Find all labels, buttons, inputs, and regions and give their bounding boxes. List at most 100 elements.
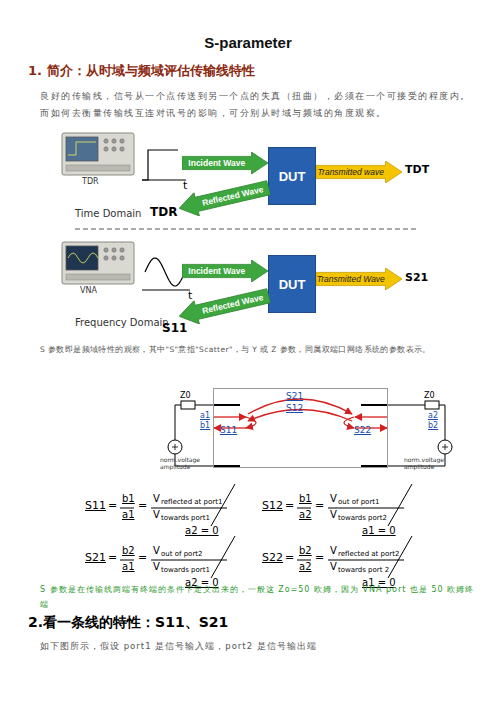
equation-subscript: out of port2: [161, 550, 202, 558]
equation-term: b2: [299, 545, 312, 557]
dut-box: DUT: [268, 255, 316, 313]
equation-condition: a2 = 0: [185, 525, 219, 537]
fraction-line: [328, 560, 404, 561]
instrument-knob: [104, 256, 108, 260]
s-parameter-label: S11: [220, 425, 237, 435]
wave-arrow-shape: Reflected Wave: [176, 176, 271, 220]
wave-arrow-shape: Transmitted wave: [316, 161, 402, 183]
arrow-fill: [176, 284, 271, 328]
equation-sign: =: [285, 500, 294, 513]
wave-label: Reflected Wave: [194, 284, 272, 324]
domain-label: Frequency Domain: [75, 317, 169, 329]
dut-label: DUT: [269, 148, 315, 204]
equation-sign: =: [285, 552, 294, 565]
sine-waveform: [145, 258, 185, 286]
screen-trace: [68, 142, 96, 155]
wave-label: a2: [428, 411, 438, 420]
fraction-line: [151, 508, 227, 509]
equation-term: V: [330, 561, 337, 573]
instrument-knob: [112, 256, 116, 260]
body-paragraph: S 参数即是频域特性的观察，其中"S"意指"Scatter"，与 Y 或 Z 参…: [40, 343, 486, 356]
equation-subscript: towards port2: [338, 514, 387, 522]
instrument-panel: [66, 274, 130, 280]
equation-sign: =: [315, 500, 324, 513]
equation-term: S12: [262, 500, 283, 513]
wave-arrow: [246, 417, 256, 428]
step-waveform: [142, 150, 178, 180]
condition-slash: [211, 536, 235, 578]
wave-label: b2: [428, 421, 438, 430]
instrument-body: [62, 133, 134, 175]
impedance-label: Z0: [424, 391, 435, 400]
dashed-separator: [75, 229, 418, 230]
wave-label: b1: [200, 421, 210, 430]
s-parameter-label: S12: [286, 403, 303, 413]
impedance-label: Z0: [180, 391, 191, 400]
equation-sign: =: [138, 552, 147, 565]
instrument-knob: [104, 147, 108, 151]
wire: [175, 405, 213, 440]
equation-term: S11: [85, 500, 106, 513]
resistor-symbol: [181, 401, 195, 409]
wave-arrow-shape: Incident Wave: [182, 260, 268, 282]
equation-term: V: [330, 545, 337, 557]
wave-label: Transmitted Wave: [316, 268, 386, 290]
wire: [388, 405, 445, 440]
equation-term: V: [153, 509, 160, 521]
dut-label: DUT: [269, 256, 315, 312]
s-parameter-label: S22: [354, 425, 371, 435]
equation-term: a1: [122, 561, 135, 573]
fraction-line: [120, 560, 134, 561]
section-heading: 1. 简介：从时域与频域评估传输线特性: [28, 64, 255, 79]
measurement-label: S11: [162, 322, 187, 336]
wave-arrow: [248, 399, 352, 414]
arrow-fill: [182, 260, 268, 282]
amplitude-note: norm.voltage amplitude: [160, 456, 204, 470]
arrow-fill: [182, 152, 268, 174]
equation-subscript: reflected at port1: [161, 498, 222, 506]
instrument-knob: [112, 248, 116, 252]
screen-trace: [68, 253, 98, 263]
wave-arrow: [344, 417, 354, 428]
voltage-source: [168, 440, 182, 454]
instrument-knob: [104, 139, 108, 143]
equation-term: a2: [299, 561, 312, 573]
instrument-screen: [66, 137, 98, 161]
equation-subscript: reflected at port2: [338, 550, 399, 558]
equation-term: a1: [122, 509, 135, 521]
port-line: [213, 405, 388, 466]
equation-subscript: towards port1: [161, 566, 210, 574]
resistor-symbol: [425, 401, 439, 409]
body-paragraph: 良好的传输线，信号从一个点传送到另一个点的失真（扭曲），必须在一个可接受的程度内…: [40, 88, 472, 122]
axis-label: t: [183, 180, 187, 193]
equation-term: V: [153, 493, 160, 505]
port-label: S21: [405, 272, 428, 285]
fraction-line: [297, 560, 311, 561]
instrument-screen: [66, 246, 98, 270]
fraction-line: [297, 508, 311, 509]
voltage-source: [438, 440, 452, 454]
time-axis: [142, 290, 190, 291]
arrow-fill: [176, 176, 271, 220]
equation-term: b1: [122, 493, 135, 505]
equation-subscript: towards port1: [161, 514, 210, 522]
instrument-knob: [112, 139, 116, 143]
wave-label: Reflected Wave: [194, 176, 272, 216]
instrument-knob: [120, 256, 124, 260]
equation-term: a2: [299, 509, 312, 521]
source-sign: [442, 444, 448, 450]
equation-term: b1: [299, 493, 312, 505]
wave-arrow-shape: Incident Wave: [182, 152, 268, 174]
port-label: TDT: [405, 164, 429, 177]
instrument-knob: [120, 147, 124, 151]
wave-arrow-shape: Transmitted Wave: [316, 268, 402, 290]
equation-term: V: [330, 509, 337, 521]
instrument-label: VNA: [80, 286, 97, 295]
instrument-label: TDR: [82, 177, 99, 186]
domain-label: Time Domain: [75, 208, 141, 220]
section-heading: 2.看一条线的特性：S11、S21: [28, 614, 228, 630]
s-parameter-label: S21: [286, 391, 303, 401]
equation-subscript: towards port 2: [338, 566, 389, 574]
equation-term: S22: [262, 552, 283, 565]
